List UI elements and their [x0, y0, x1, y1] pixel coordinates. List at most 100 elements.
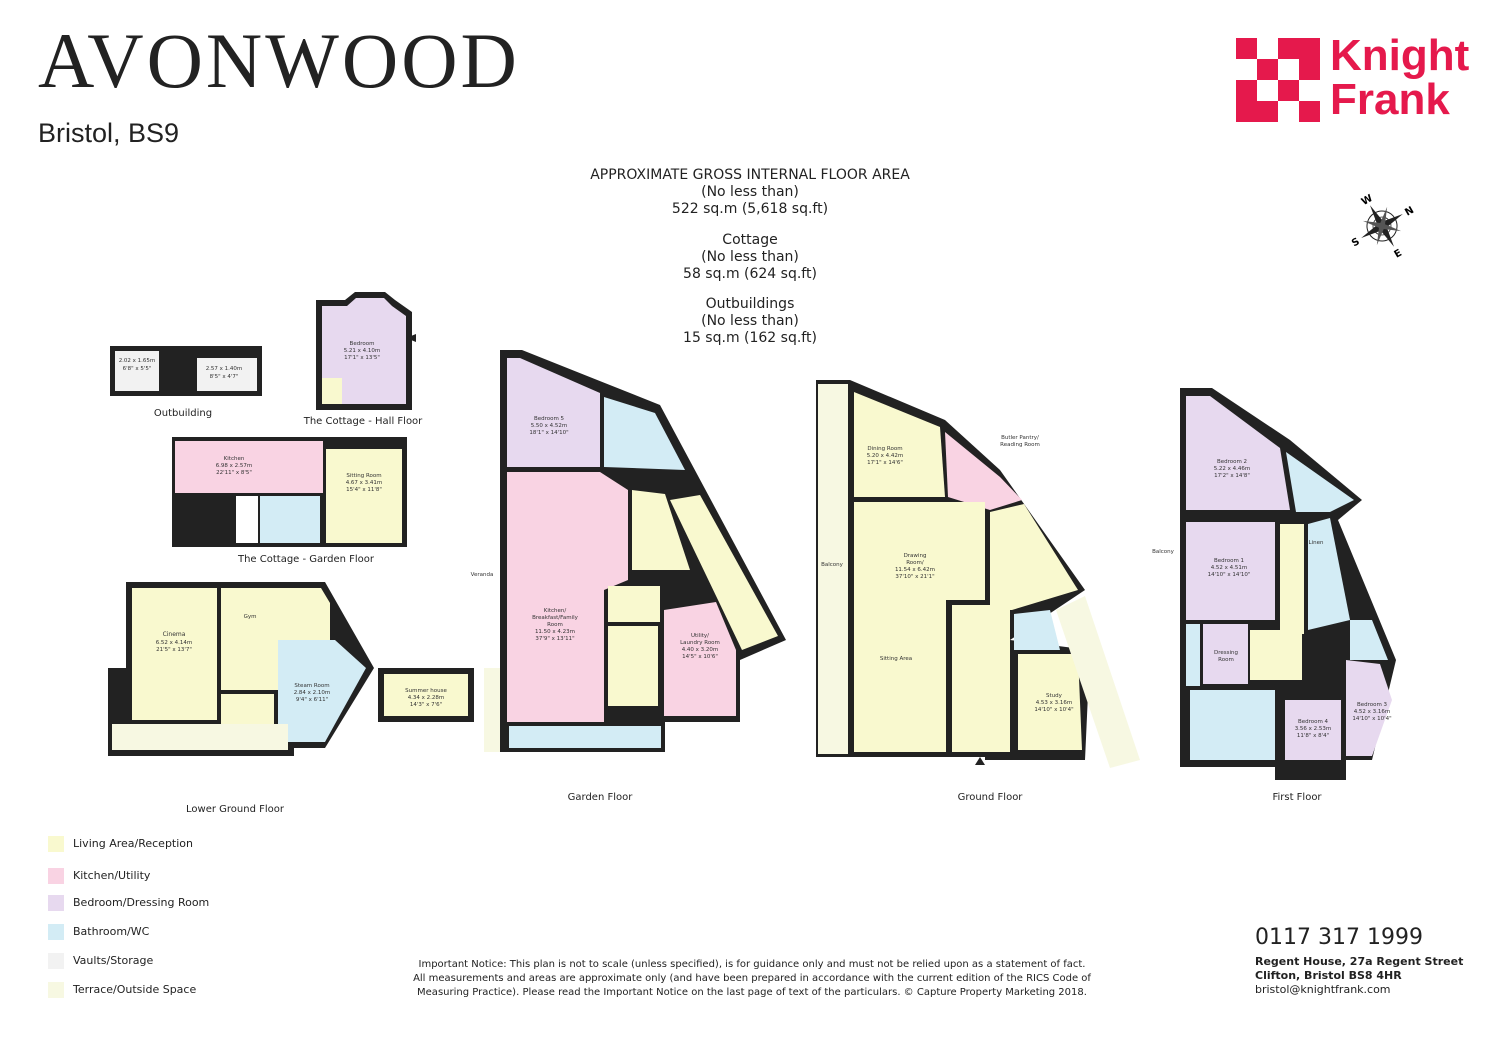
- room-label: 11.54 x 6.42m: [895, 567, 935, 573]
- room-label: 5.50 x 4.52m: [531, 423, 568, 429]
- brand-name-line2: Frank: [1330, 75, 1450, 124]
- room-label: 4.52 x 3.16m: [1354, 709, 1391, 715]
- legend-label: Kitchen/Utility: [73, 869, 151, 882]
- knight-frank-logo: Knight Frank: [1236, 34, 1476, 128]
- room-label: Bedroom 2: [1217, 459, 1247, 465]
- room-label: Drawing: [904, 553, 927, 559]
- room-label: 11'8" x 8'4": [1297, 733, 1329, 739]
- room-label: 4.52 x 4.51m: [1211, 565, 1248, 571]
- room-label: 4.53 x 3.16m: [1036, 700, 1073, 706]
- room-label: 5.22 x 4.46m: [1214, 466, 1251, 472]
- legend-item: Bedroom/Dressing Room: [48, 895, 209, 911]
- room-label: Sitting Room: [346, 473, 381, 479]
- legend-item: Terrace/Outside Space: [48, 982, 196, 998]
- first-floor-plan: Bedroom 2 5.22 x 4.46m 17'2" x 14'8" Bal…: [1152, 388, 1396, 780]
- room-label: Linen: [1309, 540, 1324, 546]
- cottage-area-block: Cottage (No less than) 58 sq.m (624 sq.f…: [560, 232, 940, 283]
- room-label: 8'5" x 4'7": [210, 374, 239, 380]
- outbuildings-area-value: 15 sq.m (162 sq.ft): [683, 330, 817, 346]
- room-label: Reading Room: [1000, 442, 1040, 448]
- main-area-qualifier: (No less than): [701, 184, 799, 200]
- legend-label: Bathroom/WC: [73, 925, 150, 938]
- legend-label: Living Area/Reception: [73, 837, 194, 850]
- legend-swatch: [48, 895, 64, 911]
- room-label: Butler Pantry/: [1001, 435, 1039, 441]
- room-label: Dining Room: [867, 446, 902, 452]
- compass-label-n: N: [1403, 205, 1416, 219]
- room-label: Room: [1218, 657, 1234, 663]
- room-label: Bedroom 3: [1357, 702, 1388, 708]
- room-label: Balcony: [821, 562, 844, 568]
- room-label: 2.57 x 1.40m: [206, 366, 243, 372]
- floor-label-cottage-garden: The Cottage - Garden Floor: [237, 554, 375, 565]
- room-label: Cinema: [163, 631, 186, 638]
- room-label: Gym: [244, 614, 257, 620]
- summer-house-plan: Summer house 4.34 x 2.28m 14'3" x 7'6": [378, 668, 474, 722]
- lower-ground-floor-plan: Cinema 6.52 x 4.14m 21'5" x 13'7" Gym St…: [108, 582, 374, 756]
- room-label: 17'2" x 14'8": [1214, 473, 1250, 479]
- room-label: 37'9" x 13'11": [535, 636, 574, 642]
- room-label: Kitchen/: [544, 608, 567, 614]
- room-label: 14'10" x 14'10": [1208, 572, 1251, 578]
- notice-line: Measuring Practice). Please read the Imp…: [417, 987, 1087, 998]
- room-label: Bedroom 5: [534, 416, 565, 422]
- knight-frank-mark-icon: [1236, 38, 1320, 122]
- legend-swatch: [48, 953, 64, 969]
- room-label: 5.20 x 4.42m: [867, 453, 904, 459]
- floor-label-outbuilding: Outbuilding: [153, 408, 213, 419]
- room-label: Balcony: [1152, 549, 1175, 555]
- email-link[interactable]: bristol@knightfrank.com: [1255, 983, 1391, 996]
- room-label: Steam Room: [294, 683, 329, 689]
- cottage-garden-floor-plan: Kitchen 6.98 x 2.57m 22'11" x 8'5" Sitti…: [172, 437, 407, 547]
- room-label: 4.40 x 3.20m: [682, 647, 719, 653]
- floor-label-cottage-hall: The Cottage - Hall Floor: [303, 416, 423, 427]
- room-label: Veranda: [471, 572, 494, 578]
- main-area-heading: APPROXIMATE GROSS INTERNAL FLOOR AREA: [590, 167, 910, 183]
- room-label: 6.52 x 4.14m: [156, 640, 193, 646]
- legend-item: Kitchen/Utility: [48, 868, 150, 884]
- compass-rose-icon: W N E S: [1350, 193, 1416, 261]
- room-label: 18'1" x 14'10": [529, 430, 568, 436]
- floor-label-garden: Garden Floor: [567, 792, 633, 803]
- legend-label: Vaults/Storage: [73, 954, 154, 967]
- outbuildings-area-qualifier: (No less than): [701, 313, 799, 329]
- room-label: Dressing: [1214, 650, 1238, 656]
- garden-floor-plan: Bedroom 5 5.50 x 4.52m 18'1" x 14'10" Ve…: [471, 350, 786, 752]
- room-label: Kitchen: [224, 456, 245, 462]
- room-label: Room: [547, 622, 563, 628]
- room-label: Bedroom 4: [1298, 719, 1329, 725]
- room-label: 2.84 x 2.10m: [294, 690, 331, 696]
- room-label: Study: [1046, 693, 1063, 699]
- room-label: 21'5" x 13'7": [156, 647, 192, 653]
- room-label: Utility/: [691, 633, 709, 639]
- legend-label: Terrace/Outside Space: [73, 983, 197, 996]
- room-label: 14'10" x 10'4": [1034, 707, 1073, 713]
- floor-label-lower-ground: Lower Ground Floor: [186, 804, 284, 815]
- legend-swatch: [48, 836, 64, 852]
- outbuilding-plan: 2.02 x 1.65m 6'8" x 5'5" 2.57 x 1.40m 8'…: [110, 346, 262, 396]
- room-label: Summer house: [405, 688, 447, 694]
- legend-swatch: [48, 868, 64, 884]
- room-label: 5.21 x 4.10m: [344, 348, 381, 354]
- room-label: Sitting Area: [880, 656, 912, 662]
- main-area-block: APPROXIMATE GROSS INTERNAL FLOOR AREA (N…: [560, 167, 940, 218]
- property-location: Bristol, BS9: [38, 118, 180, 148]
- room-label: 14'5" x 10'6": [682, 654, 718, 660]
- important-notice: Important Notice: This plan is not to sc…: [372, 958, 1132, 1000]
- room-label: Room/: [906, 560, 924, 566]
- room-label: 11.50 x 4.23m: [535, 629, 575, 635]
- room-label: 4.67 x 3.41m: [346, 480, 383, 486]
- brand-name-line1: Knight: [1330, 31, 1470, 80]
- address-line: Clifton, Bristol BS8 4HR: [1255, 969, 1402, 982]
- main-area-value: 522 sq.m (5,618 sq.ft): [671, 201, 829, 217]
- cottage-area-qualifier: (No less than): [701, 249, 799, 265]
- room-label: Breakfast/Family: [532, 615, 578, 621]
- room-label: 9'4" x 6'11": [296, 697, 328, 703]
- legend-item: Living Area/Reception: [48, 836, 193, 852]
- room-label: 6'8" x 5'5": [123, 366, 152, 372]
- room-label: Laundry Room: [680, 640, 720, 646]
- room-label: 17'1" x 14'6": [867, 460, 903, 466]
- room-label: 22'11" x 8'5": [216, 470, 252, 476]
- phone-number[interactable]: 0117 317 1999: [1255, 925, 1423, 950]
